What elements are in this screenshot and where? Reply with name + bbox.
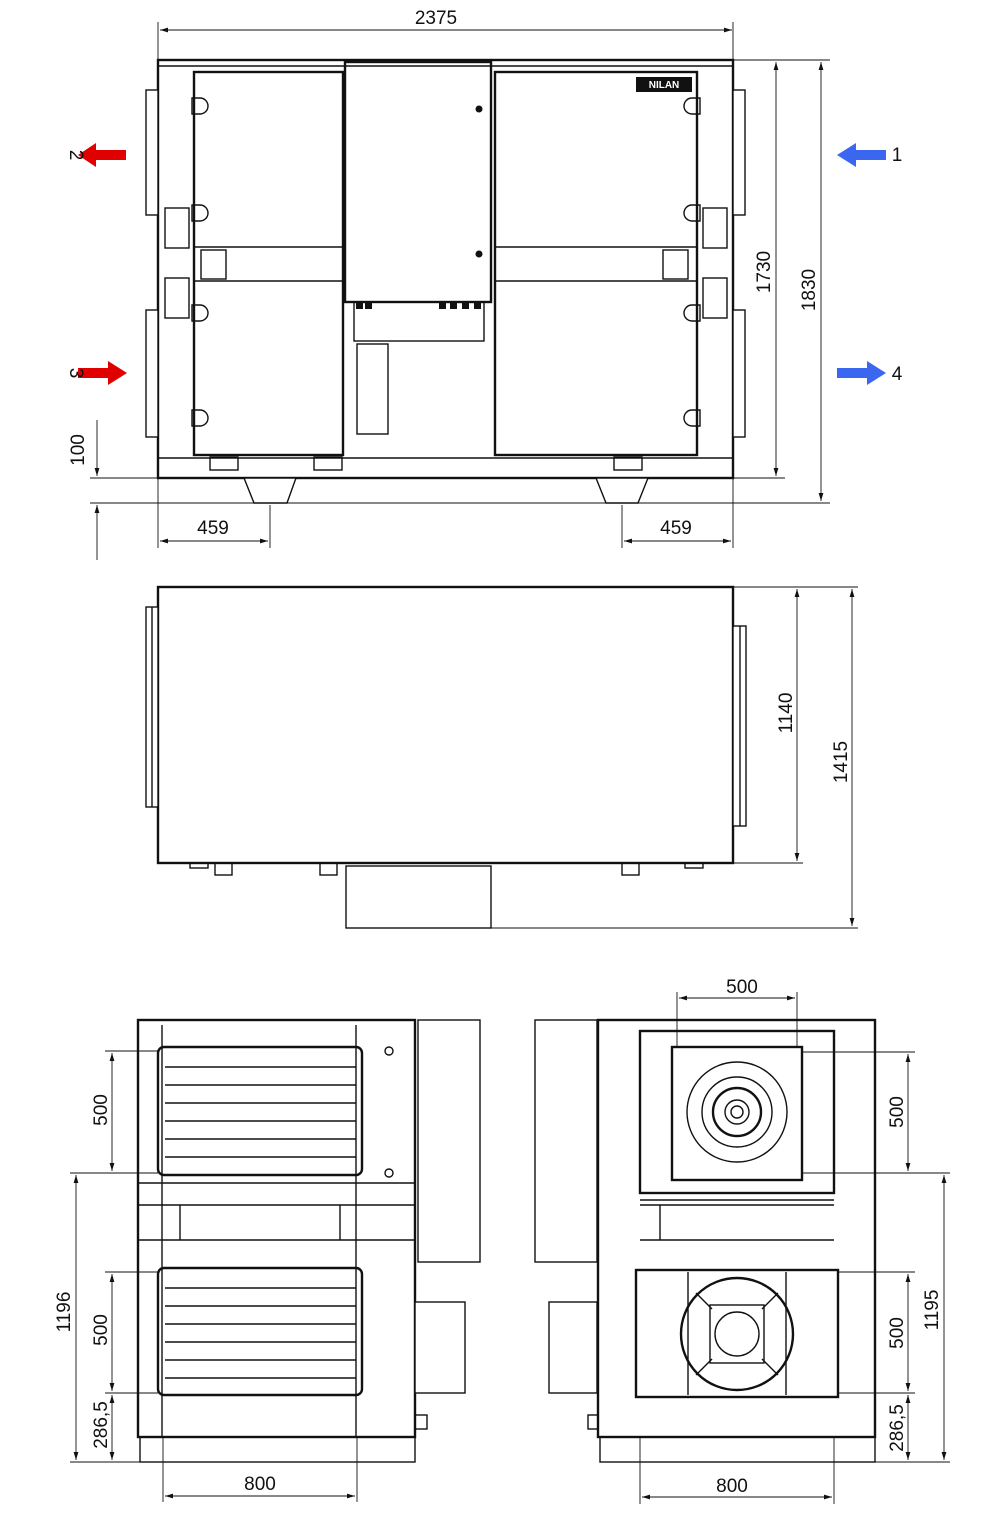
dim-500-top-label: 500 <box>887 1096 908 1128</box>
arrow-label-2: 2 <box>65 150 86 161</box>
fan-housing-bottom <box>634 1268 840 1399</box>
right-end-view: 500 500 1195 500 286,5 800 <box>534 977 950 1504</box>
left-end-view: 500 1196 500 286,5 800 <box>54 1018 481 1502</box>
dim-width-label: 2375 <box>415 8 457 29</box>
dim-1830-label: 1830 <box>799 269 820 311</box>
dim-1140-label: 1140 <box>776 693 797 734</box>
unit-outline <box>156 58 735 480</box>
filter-top <box>156 1045 364 1177</box>
arrow-2-exhaust <box>78 143 126 167</box>
right-door <box>493 70 699 457</box>
duct-1 <box>732 89 746 216</box>
dim-500-top-label: 500 <box>91 1094 112 1126</box>
arrow-4-supply <box>837 361 886 385</box>
nilan-logo <box>636 77 692 92</box>
foot-left <box>242 477 297 504</box>
dim-459-left-label: 459 <box>197 518 229 539</box>
foot-right <box>594 477 650 504</box>
side-body <box>156 585 735 865</box>
control-panel <box>343 60 493 304</box>
dim-1195-label: 1195 <box>922 1290 943 1331</box>
dim-1730-label: 1730 <box>754 251 775 293</box>
control-box-side <box>417 1019 481 1263</box>
arrow-label-3: 3 <box>65 368 86 379</box>
top-view: 2375 NILAN 2 3 1 4 1730 1830 100 459 <box>65 8 903 560</box>
dim-286-label: 286,5 <box>91 1401 112 1449</box>
dim-500-bottom-label: 500 <box>91 1314 112 1346</box>
arrow-label-4: 4 <box>892 364 903 385</box>
dim-800-left-label: 800 <box>244 1474 276 1495</box>
control-box <box>345 865 492 929</box>
duct-3 <box>145 309 159 438</box>
duct-2 <box>145 89 159 216</box>
left-door <box>192 70 345 457</box>
fan-wheel <box>679 1276 795 1392</box>
dim-286-label: 286,5 <box>887 1404 908 1452</box>
dim-459-right-label: 459 <box>660 518 692 539</box>
dim-500-width-label: 500 <box>726 977 758 998</box>
dim-1196-label: 1196 <box>54 1292 75 1333</box>
arrow-3-extract <box>78 361 127 385</box>
duct-4 <box>732 309 746 438</box>
dim-800-right-label: 800 <box>716 1476 748 1497</box>
arrow-label-1: 1 <box>892 145 903 166</box>
logo-text: NILAN <box>649 80 680 91</box>
filter-bottom <box>156 1266 364 1397</box>
control-box-side <box>534 1019 598 1263</box>
dim-500-bottom-label: 500 <box>887 1317 908 1349</box>
side-view: 1140 1415 <box>145 585 858 929</box>
dim-1415-label: 1415 <box>831 741 852 783</box>
fan-housing-top <box>638 1029 836 1195</box>
fan-plate <box>670 1045 804 1182</box>
arrow-1-outdoor <box>837 143 886 167</box>
dim-100-label: 100 <box>68 434 89 466</box>
